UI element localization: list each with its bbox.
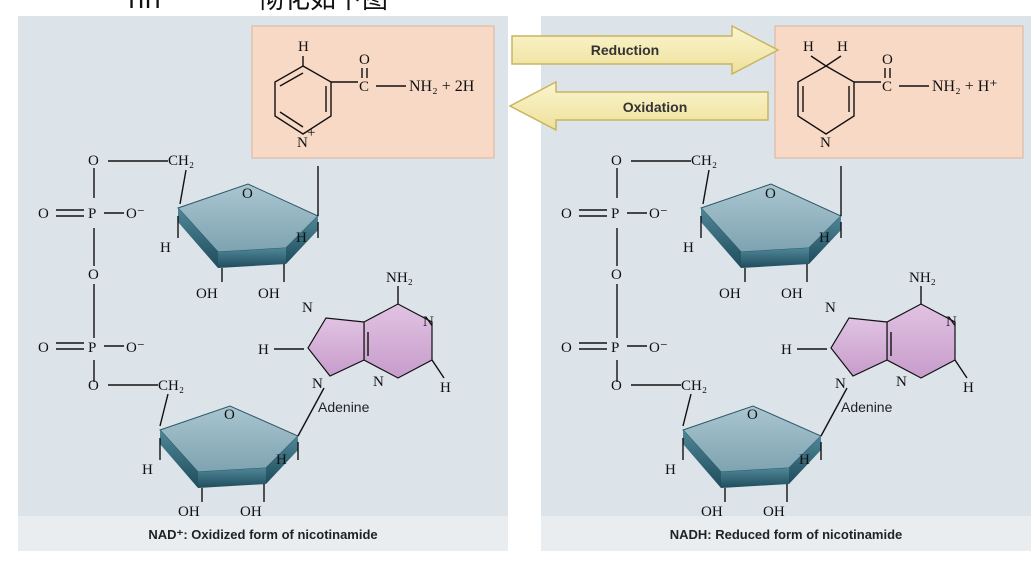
caption-bar (541, 516, 1031, 551)
nadh-panel: H H O C NH₂ + H⁺ N O CH₂ O P O⁻ O O P O⁻… (541, 16, 1031, 551)
panel-caption: NAD⁺: Oxidized form of nicotinamide (148, 527, 377, 542)
adenine-n-3: N (896, 374, 907, 390)
sugar-oh-4: OH (763, 504, 785, 520)
oxidation-label: Oxidation (623, 99, 688, 115)
o-bottom-label: O (88, 378, 99, 394)
sugar-o-bottom-label: O (224, 407, 235, 423)
adenine-h-8: H (781, 342, 792, 358)
ch2-top-label: CH₂ (168, 153, 194, 169)
nad-plus-panel: H O C NH₂ + 2H N + O CH₂ O P O⁻ O O P O⁻… (18, 16, 508, 551)
adenine-n-9: N (835, 376, 846, 392)
adenine-h-8: H (258, 342, 269, 358)
o-double-bottom-label: O (38, 340, 49, 356)
ch2-bottom-label: CH₂ (158, 378, 184, 394)
sugar-oh-1: OH (196, 286, 218, 302)
sugar-oh-4: OH (240, 504, 262, 520)
adenine-nh2-label: NH₂ (386, 270, 413, 286)
adenine-n-7: N (302, 300, 313, 316)
sugar-h-2: H (819, 230, 830, 246)
o-double-bottom-label: O (561, 340, 572, 356)
adenine-n-7: N (825, 300, 836, 316)
adenine-n-9: N (312, 376, 323, 392)
sugar-h-1: H (683, 240, 694, 256)
o-link-label: O (88, 267, 99, 283)
nicotinamide-highlight (251, 25, 495, 159)
carbonyl-o-label: O (359, 52, 370, 68)
adenine-label: Adenine (318, 399, 370, 415)
p-bottom-label: P (611, 340, 619, 356)
adenine-nh2-label: NH₂ (909, 270, 936, 286)
o-minus-bottom-label: O⁻ (649, 340, 668, 356)
o-minus-bottom-label: O⁻ (126, 340, 145, 356)
sugar-oh-3: OH (701, 504, 723, 520)
reduction-arrow-shape (511, 24, 780, 76)
panel-caption: NADH: Reduced form of nicotinamide (670, 527, 903, 542)
ch2-top-label: CH₂ (691, 153, 717, 169)
o-double-top-label: O (561, 206, 572, 222)
ring-plus-label: + (307, 125, 315, 141)
adenine-label: Adenine (841, 399, 893, 415)
o-top-label: O (611, 153, 622, 169)
adenine-n-3: N (373, 374, 384, 390)
amide-c-label: C (359, 79, 369, 95)
sugar-o-top-label: O (765, 186, 776, 202)
ring-n-label: N (820, 135, 831, 151)
sugar-h-1: H (160, 240, 171, 256)
top-cut-text-2: 彻化如下图 (258, 0, 388, 15)
p-top-label: P (611, 206, 619, 222)
oxidation-arrow-shape (508, 80, 769, 132)
o-minus-top-label: O⁻ (126, 206, 145, 222)
adenine-n-1: N (423, 314, 434, 330)
nicotinamide-highlight (774, 25, 1024, 159)
ch2-bottom-label: CH₂ (681, 378, 707, 394)
amide-rhs-label: NH₂ + H⁺ (932, 78, 998, 95)
carbonyl-o-label: O (882, 52, 893, 68)
oxidation-arrow: Oxidation (508, 80, 769, 132)
o-bottom-label: O (611, 378, 622, 394)
caption-bar (18, 516, 508, 551)
sugar-h-4: H (799, 452, 810, 468)
sugar-oh-2: OH (781, 286, 803, 302)
sugar-oh-2: OH (258, 286, 280, 302)
sugar-h-2: H (296, 230, 307, 246)
adenine-h-2: H (963, 380, 974, 396)
reduction-arrow: Reduction (511, 24, 780, 76)
sugar-h-3: H (665, 462, 676, 478)
adenine-n-1: N (946, 314, 957, 330)
o-minus-top-label: O⁻ (649, 206, 668, 222)
sugar-oh-3: OH (178, 504, 200, 520)
ring-h-label-1: H (803, 39, 814, 55)
sugar-oh-1: OH (719, 286, 741, 302)
p-bottom-label: P (88, 340, 96, 356)
o-double-top-label: O (38, 206, 49, 222)
reduction-label: Reduction (591, 42, 659, 58)
ring-n-label: N (297, 135, 308, 151)
o-link-label: O (611, 267, 622, 283)
ring-h-label-2: H (837, 39, 848, 55)
sugar-h-3: H (142, 462, 153, 478)
o-top-label: O (88, 153, 99, 169)
sugar-o-bottom-label: O (747, 407, 758, 423)
sugar-o-top-label: O (242, 186, 253, 202)
amide-c-label: C (882, 79, 892, 95)
p-top-label: P (88, 206, 96, 222)
top-cut-text-1: nh (128, 0, 161, 15)
adenine-h-2: H (440, 380, 451, 396)
sugar-h-4: H (276, 452, 287, 468)
amide-rhs-label: NH₂ + 2H (409, 78, 475, 95)
ring-h-label: H (298, 39, 309, 55)
